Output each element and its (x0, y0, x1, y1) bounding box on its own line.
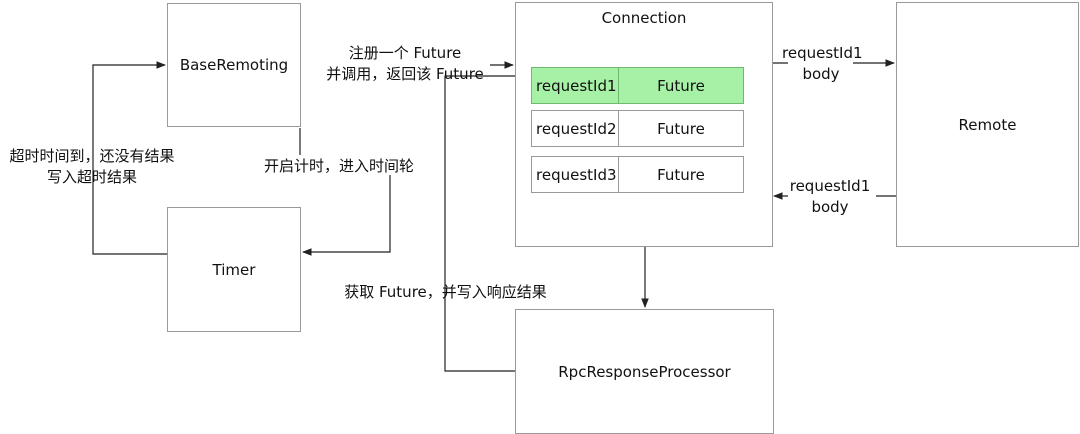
remote-label: Remote (958, 115, 1017, 134)
request-id-text: requestId1 (536, 76, 617, 95)
request-id-text: requestId3 (536, 165, 617, 184)
future-text: Future (657, 119, 705, 138)
response-label: requestId1 body (782, 176, 878, 218)
request-label: requestId1 body (782, 43, 863, 85)
future-cell: Future (618, 110, 744, 147)
request-id-cell: requestId2 (531, 110, 619, 147)
future-text: Future (657, 76, 705, 95)
timeout-line: 写入超时结果 (46, 168, 137, 186)
timer-box: Timer (167, 207, 301, 332)
base-remoting-label: BaseRemoting (179, 56, 289, 74)
timeout-label: 超时时间到，还没有结果 写入超时结果 (2, 146, 182, 188)
request-id-text: requestId2 (536, 119, 617, 138)
timer-label: Timer (212, 260, 256, 279)
register-future-label: 注册一个 Future 并调用，返回该 Future (310, 43, 500, 85)
arrow-baseremoting-to-timer (300, 128, 391, 252)
register-future-line: 并调用，返回该 Future (326, 65, 484, 83)
response-line: requestId1 (789, 177, 871, 195)
base-remoting-box: BaseRemoting (167, 3, 301, 127)
start-timer-line: 开启计时，进入时间轮 (263, 157, 414, 175)
request-line: requestId1 (782, 44, 863, 62)
start-timer-label: 开启计时，进入时间轮 (254, 156, 424, 177)
arrow-timeout-to-baseremoting (92, 61, 167, 255)
get-future-line: 获取 Future，并写入响应结果 (344, 283, 547, 301)
arrow-get-future (444, 72, 530, 372)
register-future-line: 注册一个 Future (348, 44, 462, 62)
rpc-response-processor-box: RpcResponseProcessor (515, 309, 774, 434)
request-id-cell: requestId3 (531, 156, 619, 193)
future-text: Future (657, 165, 705, 184)
timeout-line: 超时时间到，还没有结果 (9, 147, 175, 165)
connection-label: Connection (601, 9, 687, 27)
rpc-response-processor-label: RpcResponseProcessor (558, 362, 731, 381)
future-cell: Future (618, 67, 744, 104)
future-cell: Future (618, 156, 744, 193)
remote-box: Remote (896, 2, 1079, 247)
get-future-label: 获取 Future，并写入响应结果 (333, 282, 558, 303)
request-line: body (802, 65, 840, 83)
request-id-cell: requestId1 (531, 67, 619, 104)
response-line: body (811, 198, 849, 216)
